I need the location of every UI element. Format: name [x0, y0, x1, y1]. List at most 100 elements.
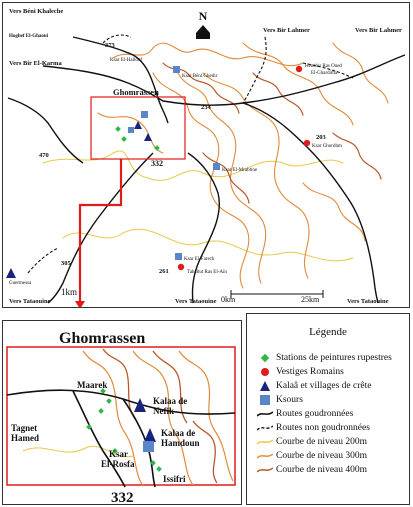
zoom-connector-line: [78, 159, 123, 303]
station-icon: [112, 448, 118, 454]
label-ksar-el-mrabtine: Ksar El-Mrabtine: [222, 168, 258, 173]
label-kalaa-nefik: Kalaa de Nefik: [153, 396, 190, 416]
unpaved-road: [302, 62, 354, 79]
label-kalaa-hamdoun: Kalaa de Hamdoun: [161, 428, 200, 448]
label-vers-beni-khaleche: Vers Béni Khaleche: [9, 8, 63, 15]
label-henchir-ras-oued: Henchir Ras Oued: [305, 64, 342, 69]
label-vers-tataouine-2: Vers Tataouine: [175, 298, 217, 305]
legend-item-paved-roads: Routes goudronnées: [257, 408, 353, 420]
label-el-ghardima: El-Ghardima: [311, 71, 338, 76]
legend-item-stations: Stations de peintures rupestres: [257, 352, 392, 364]
paved-road: [6, 389, 236, 415]
label-ksar-el-rosfa-line: El-Rosfa: [101, 459, 135, 469]
roman-ruins-icon: [303, 139, 311, 147]
label-vers-bir-lahmer-top: Vers Bir Lahmer: [263, 27, 310, 34]
label-tabaltut-ras-el-aiu: Tabaltut Ras El-Aïn: [187, 270, 227, 275]
label-tagnet-hamed-line: Tagnet: [11, 423, 37, 433]
kalaa-icon: [6, 268, 16, 278]
contour-400-line: [152, 350, 188, 424]
kalaa-icon: [144, 428, 156, 442]
road-number: 373: [105, 42, 116, 49]
inset-contours: [22, 348, 234, 487]
label-kalaa-hamdoun-line: Hamdoun: [161, 438, 200, 448]
legend-item-kalaa: Kalaâ et villages de crête: [257, 380, 371, 392]
paved-road: [72, 36, 169, 124]
station-icon: [86, 424, 92, 430]
contour-200-line: [42, 150, 344, 181]
station-icon: [154, 145, 160, 151]
contour-400-line: [202, 152, 250, 204]
roads: [7, 34, 406, 304]
zoom-connector-arrowhead: [75, 301, 85, 307]
contour-300-icon: [257, 453, 273, 459]
inset-title: Ghomrassen: [59, 330, 145, 347]
contour-300-line: [202, 72, 310, 279]
contour-300-line: [152, 72, 250, 289]
label-ksar-ghordhm: Ksar Ghordhm: [312, 144, 342, 149]
roman-ruins-icon: [295, 65, 303, 73]
north-label: N: [199, 9, 208, 23]
label-kalaa-nefik-line: Kalaa de: [153, 396, 187, 406]
station-icon: [106, 398, 112, 404]
contour-200-line: [22, 445, 134, 458]
contour-300-line: [242, 42, 354, 126]
label-vers-tataouine-1: Vers Tataouine: [9, 298, 51, 305]
paved-road: [187, 152, 220, 304]
legend-item-contour-300: Courbe de niveau 300m: [257, 450, 367, 462]
paved-road: [72, 390, 126, 488]
label-ksar-el-hallouf: Ksar El-Hallouf: [110, 58, 142, 63]
scale-label-1km: 1km: [61, 287, 77, 297]
ksar-icon: [173, 66, 180, 73]
station-icon: [121, 136, 127, 142]
legend-item-label: Routes non goudronnées: [276, 423, 370, 433]
contour-400-line: [252, 72, 304, 116]
navy-triangle-icon: [260, 381, 270, 391]
contour-200-line: [62, 228, 354, 262]
north-arrow-icon: [196, 25, 210, 39]
legend-item-label: Vestiges Romains: [276, 367, 344, 377]
ksar-icon: [143, 441, 154, 452]
kalaa-icon: [144, 133, 152, 141]
legend-item-label: Kalaâ et villages de crête: [276, 381, 372, 391]
contour-400-line: [332, 132, 382, 180]
ksar-icon: [141, 111, 148, 118]
station-icon: [150, 460, 156, 466]
label-issifri: Issifri: [163, 474, 186, 484]
legend-item-label: Courbe de niveau 300m: [276, 451, 368, 461]
road-number: 234: [201, 104, 212, 111]
legend-item-label: Routes goudronnées: [276, 409, 354, 419]
label-guermessa: Guermessa: [9, 281, 32, 286]
paved-road: [7, 97, 84, 164]
contour-200-icon: [257, 439, 273, 445]
label-kalaa-nefik-line: Nefik: [153, 406, 174, 416]
legend-item-ksours: Ksours: [257, 394, 303, 406]
ksar-icon: [128, 127, 134, 133]
dashed-line-icon: [257, 425, 273, 431]
contour-300-line: [332, 42, 389, 104]
zoom-highlight-box: [90, 96, 186, 160]
unpaved-road: [242, 36, 267, 104]
green-diamond-icon: [260, 353, 270, 363]
overview-map-canvas: N Vers Béni Khaleche Vers Bir Lahmer Ver…: [6, 8, 406, 307]
label-ksar-beni-ghedir: Ksar Béni Ghedir: [182, 74, 218, 79]
overview-map: N Vers Béni Khaleche Vers Bir Lahmer Ver…: [2, 2, 410, 308]
scale-label-25km: 25km: [301, 295, 320, 304]
contour-400-line: [192, 420, 218, 484]
roman-ruins-icon: [177, 263, 185, 271]
label-vers-tataouine-3: Vers Tataouine: [347, 298, 389, 305]
legend-item-contour-400: Courbe de niveau 400m: [257, 464, 367, 476]
legend-item-label: Ksours: [276, 395, 303, 405]
legend-item-contour-200: Courbe de niveau 200m: [257, 436, 367, 448]
paved-road: [47, 152, 154, 304]
scale-label-0km: 0km: [221, 295, 236, 304]
paved-road: [242, 102, 379, 304]
label-vers-bir-lahmer-right: Vers Bir Lahmer: [355, 27, 402, 34]
paved-road: [42, 54, 406, 106]
contour-300-line: [82, 350, 144, 487]
road-number: 332: [151, 159, 163, 168]
label-maarek: Maarek: [77, 380, 107, 390]
unpaved-road: [27, 247, 59, 274]
solid-line-icon: [257, 411, 273, 417]
label-tagnet-hamed-line: Hamed: [11, 433, 39, 443]
map-symbols: [6, 65, 311, 278]
